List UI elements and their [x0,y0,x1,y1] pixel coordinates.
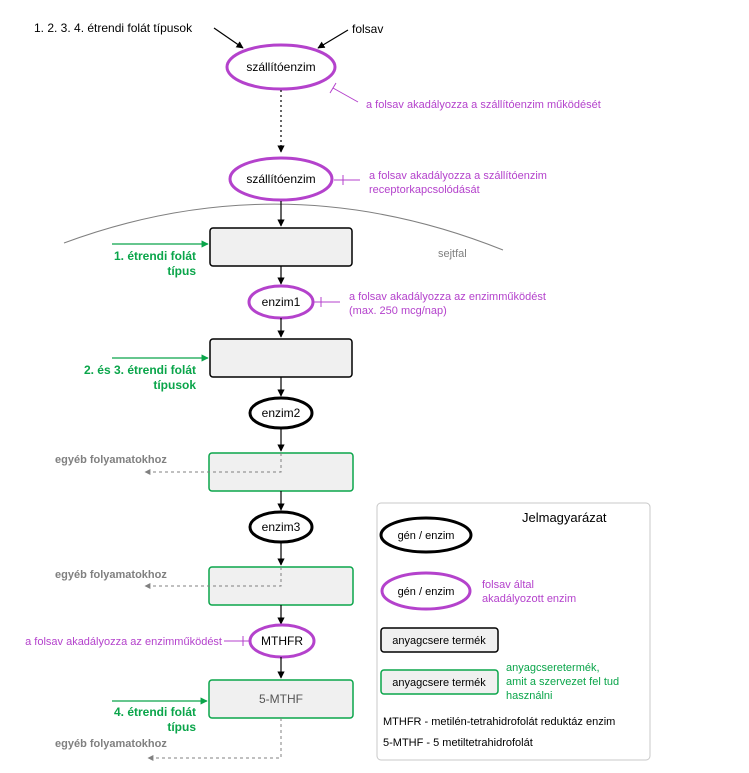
enzyme2-label: enzim2 [262,406,301,420]
legend-usable-product-desc-line2: amit a szervezet fel tud [506,676,619,688]
mthfr-block-note: a folsav akadályozza az enzimműködést [25,636,222,648]
type4-entry-label-line2: típus [167,720,196,734]
metabolite-box-2 [209,338,353,378]
enzyme3-label: enzim3 [262,520,301,534]
receptor-block-note-line1: a folsav akadályozza a szállítóenzim [369,170,547,182]
legend-usable-product-desc-line1: anyagcseretermék, [506,662,600,674]
transporter-enzyme-2-node [228,156,334,202]
legend-enzyme-label: gén / enzim [398,530,455,542]
transporter-enzyme-2-label: szállítóenzim [246,172,315,186]
other-processes-label-2: egyéb folyamatokhoz [55,569,167,581]
enzyme1-block-note-line2: (max. 250 mcg/nap) [349,305,447,317]
type23-entry-label-line1: 2. és 3. étrendi folát [84,363,196,377]
membrane-label: sejtfal [438,248,467,260]
other-processes-arrow-2 [144,567,282,589]
mthfr-block-indicator [224,636,249,646]
mthfr-label: MTHFR [261,634,303,648]
legend-blocked-enzyme-swatch [380,571,472,611]
legend-blocked-enzyme-label: gén / enzim [398,586,455,598]
legend-abbr-mthfr: MTHFR - metilén-tetrahidrofolát reduktáz… [383,716,615,728]
5mthf-product-label: 5-MTHF [259,692,303,706]
type4-entry-label-line1: 4. étrendi folát [114,705,196,719]
other-processes-arrow-3 [147,718,282,761]
enzyme1-block-note-line1: a folsav akadályozza az enzimműködést [349,291,546,303]
legend-usable-product-desc-line3: használni [506,690,552,702]
enzyme1-label: enzim1 [262,295,301,309]
transporter-enzyme-1-node [225,43,337,91]
other-processes-label-1: egyéb folyamatokhoz [55,454,167,466]
legend-product-label: anyagcsere termék [392,635,486,647]
type23-entry-label-line2: típusok [153,378,196,392]
legend-title: Jelmagyarázat [522,510,607,525]
legend-enzyme-swatch [379,516,473,554]
other-processes-label-3: egyéb folyamatokhoz [55,738,167,750]
legend-blocked-enzyme-desc-line2: akadályozott enzim [482,593,576,605]
receptor-block-indicator [334,175,360,185]
transporter-block-note: a folsav akadályozza a szállítóenzim műk… [366,99,601,111]
legend-usable-product-label: anyagcsere termék [392,677,486,689]
mthfr-node [248,623,316,659]
other-processes-arrow-1 [144,453,282,475]
folic-input-arrow [317,29,349,49]
receptor-block-note-line2: receptorkapcsolódását [369,184,480,196]
transporter-block-indicator [329,82,359,103]
legend-panel [376,502,651,761]
transporter-enzyme-1-label: szállítóenzim [246,60,315,74]
type1-entry-label-line2: típus [167,264,196,278]
dietary-input-arrow [213,27,244,49]
legend-product-swatch [380,627,499,653]
folic-acid-input-label: folsav [352,22,383,36]
legend-usable-product-swatch [380,669,499,695]
legend-abbr-5mthf: 5-MTHF - 5 metiltetrahidrofolát [383,737,533,749]
cell-membrane-curve [63,203,504,251]
enzyme1-block-indicator [314,297,340,307]
type1-entry-label-line1: 1. étrendi folát [114,249,196,263]
legend-blocked-enzyme-desc-line1: folsav által [482,579,534,591]
metabolite-box-1 [209,227,353,267]
dietary-folate-input-label: 1. 2. 3. 4. étrendi folát típusok [34,21,193,35]
